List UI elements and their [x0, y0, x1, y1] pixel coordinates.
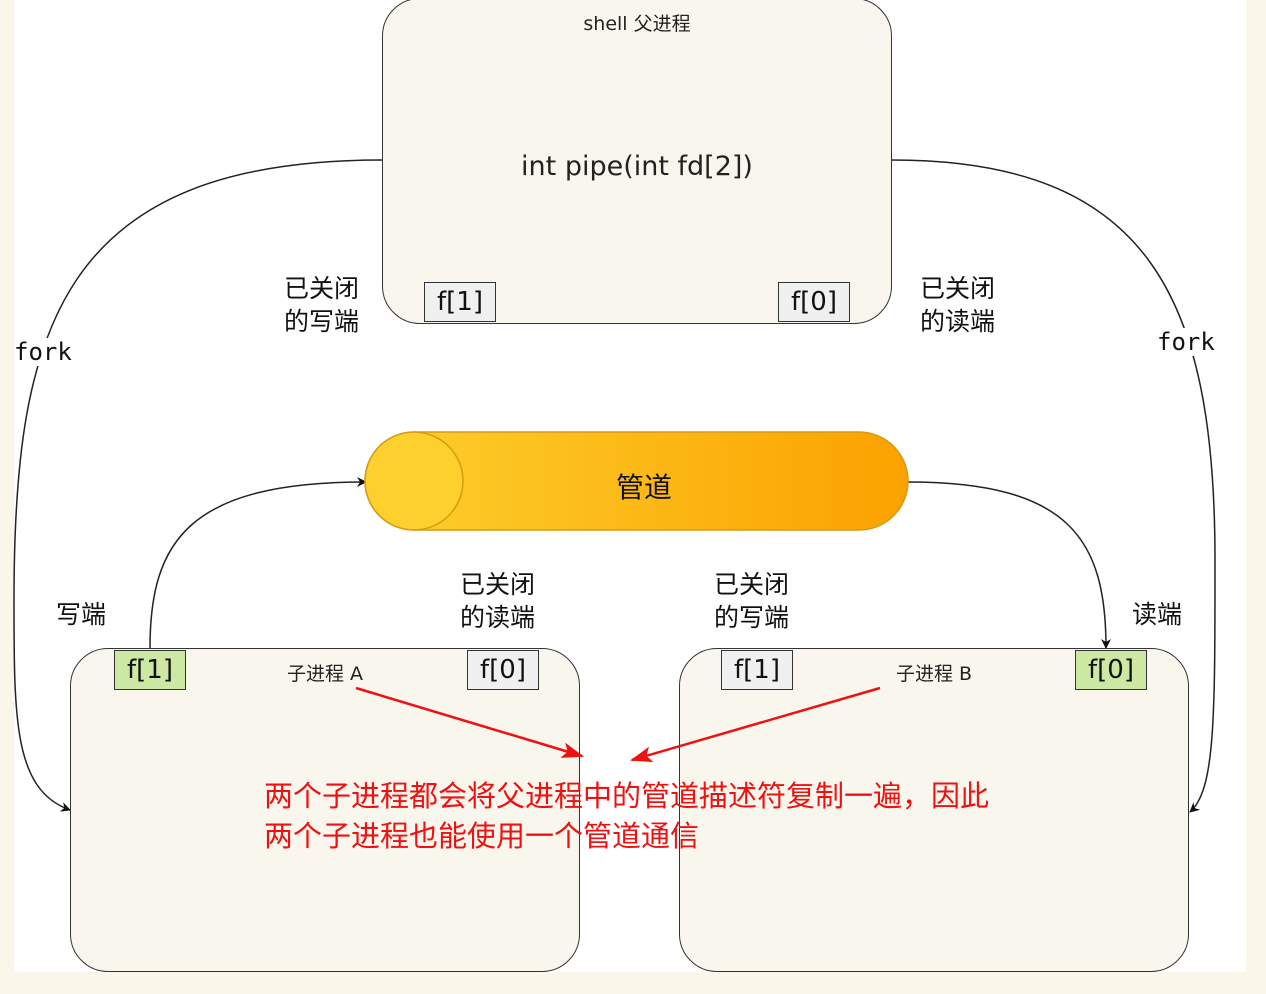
parent-process-box: shell 父进程 int pipe(int fd[2]) — [382, 0, 892, 324]
note-line: 两个子进程也能使用一个管道通信 — [264, 819, 700, 853]
label-line: 已关闭 — [714, 570, 790, 599]
pipe-function-signature: int pipe(int fd[2]) — [521, 151, 753, 182]
pipe-cylinder — [364, 431, 909, 531]
child-b-process-box: 子进程 B — [679, 648, 1189, 972]
fork-right-label: fork — [1157, 328, 1215, 356]
label-line: 已关闭 — [920, 274, 996, 303]
write-to-pipe-connector — [149, 477, 367, 649]
label-line: 的写端 — [284, 307, 360, 336]
pipe-to-read-connector — [907, 481, 1111, 649]
fork-left-label: fork — [14, 338, 72, 366]
fork-right-connector — [891, 159, 1216, 813]
label-line: 已关闭 — [460, 570, 536, 599]
child-a-closed-label: 已关闭 的读端 — [460, 568, 535, 634]
child-b-fd-write: f[1] — [721, 650, 793, 690]
child-a-title: 子进程 A — [286, 663, 364, 685]
parent-closed-write-label: 已关闭 的写端 — [284, 272, 359, 338]
note-line: 两个子进程都会将父进程中的管道描述符复制一遍，因此 — [264, 779, 990, 813]
child-b-fd-read: f[0] — [1075, 650, 1147, 690]
parent-closed-read-label: 已关闭 的读端 — [920, 272, 995, 338]
parent-fd-read: f[0] — [778, 282, 850, 322]
parent-process-title: shell 父进程 — [583, 13, 691, 35]
parent-fd-write: f[1] — [424, 282, 496, 322]
child-b-role-label: 读端 — [1132, 600, 1183, 629]
child-b-title: 子进程 B — [895, 663, 973, 685]
label-line: 的读端 — [460, 603, 536, 632]
label-line: 的写端 — [714, 603, 790, 632]
annotation-note: 两个子进程都会将父进程中的管道描述符复制一遍，因此 两个子进程也能使用一个管道通… — [264, 776, 989, 856]
child-a-fd-read: f[0] — [467, 650, 539, 690]
child-a-fd-write: f[1] — [114, 650, 186, 690]
pipe-label: 管道 — [616, 471, 673, 504]
label-line: 的读端 — [920, 307, 996, 336]
child-a-role-label: 写端 — [56, 600, 107, 629]
child-b-closed-label: 已关闭 的写端 — [714, 568, 789, 634]
label-line: 已关闭 — [284, 274, 360, 303]
fork-left-connector — [13, 159, 383, 812]
